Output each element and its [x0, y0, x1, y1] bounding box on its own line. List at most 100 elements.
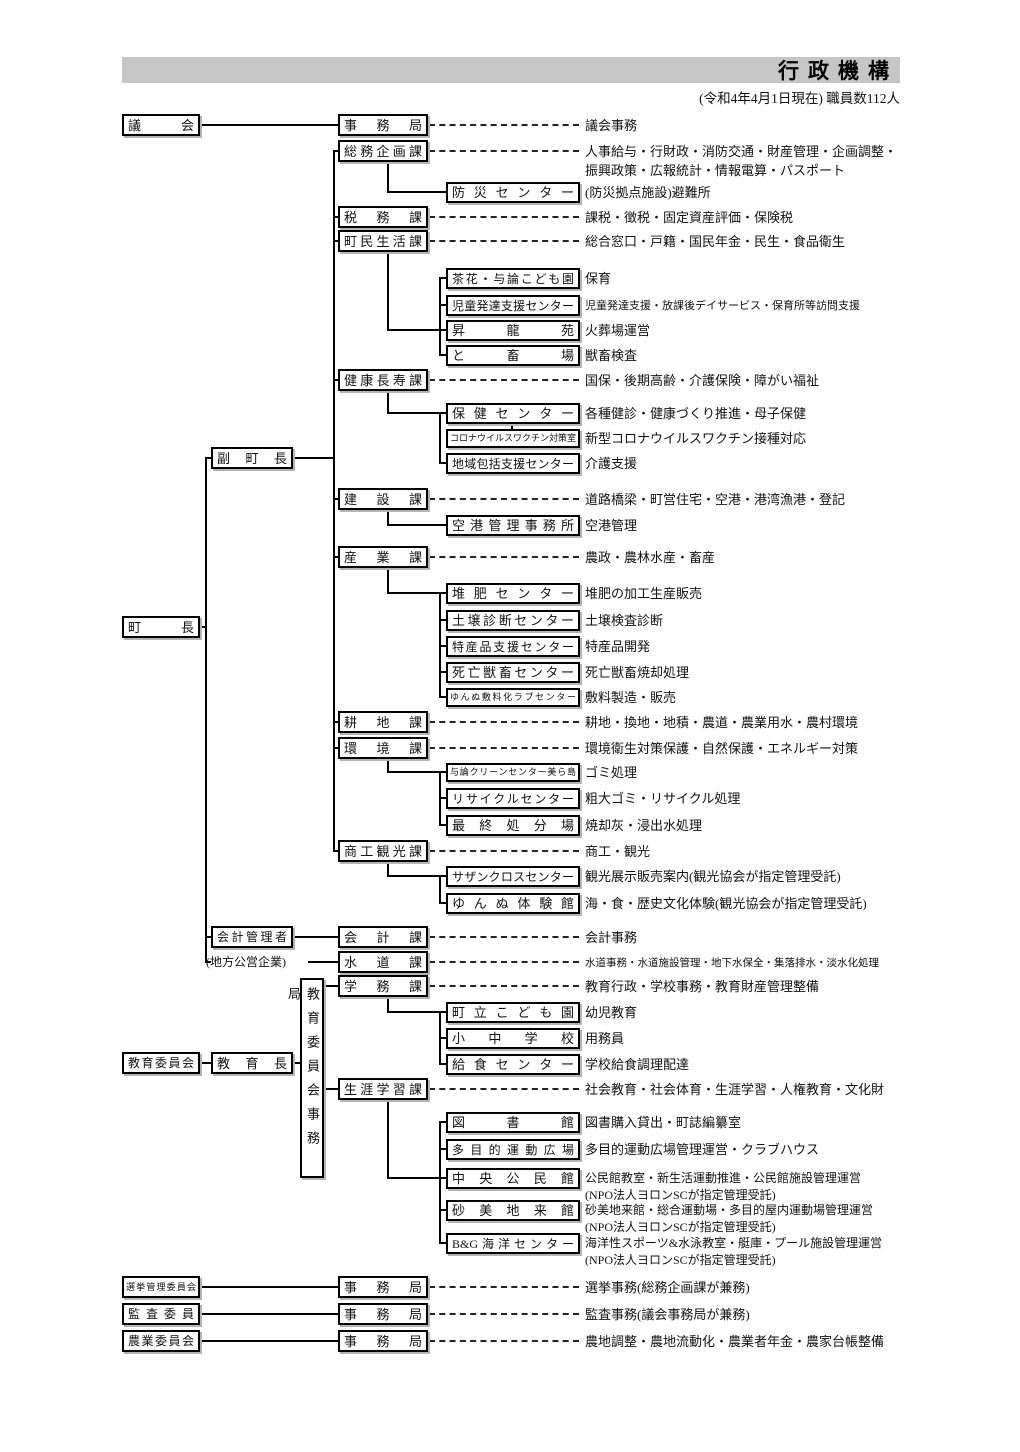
org-box-yunnu-taikenkan: ゆんぬ体験館: [446, 893, 580, 914]
description-d-dojo: 土壌検査診断: [585, 613, 664, 628]
title-bar: 行政機構: [122, 57, 900, 83]
connector-line: [200, 1313, 338, 1315]
connector-line: [439, 902, 446, 904]
org-box-yoron-clean-center: 与論クリーンセンター美ら島: [446, 763, 580, 782]
connector-line: [333, 240, 338, 242]
connector-dash: [429, 124, 579, 126]
org-box-gakumuka: 学務課: [338, 975, 428, 997]
connector-line: [387, 162, 389, 193]
org-box-tamokuteki-undohiroba: 多目的運動広場: [446, 1139, 580, 1160]
connector-line: [439, 1209, 446, 1211]
description-d-tosho: 図書購入貸出・町誌編纂室: [585, 1115, 742, 1130]
org-box-label: 事務局: [344, 1279, 422, 1295]
org-box-tokusanhin-center: 特産品支援センター: [446, 636, 580, 657]
connector-line: [333, 150, 338, 152]
connector-line: [387, 252, 389, 331]
description-d-shoryu: 火葬場運営: [585, 323, 651, 338]
org-box-label: 町民生活課: [344, 233, 422, 249]
connector-line: [439, 1121, 446, 1123]
org-box-label: 健康長寿課: [344, 372, 422, 388]
connector-line: [439, 1037, 446, 1039]
org-box-label: 総務企画課: [344, 143, 422, 159]
org-box-label: 保健センター: [452, 406, 574, 421]
connector-line: [439, 277, 446, 279]
connector-line: [200, 1340, 338, 1342]
org-box-recycle-center: リサイクルセンター: [446, 788, 580, 809]
org-box-kansaiin: 監査委員: [122, 1303, 200, 1325]
connector-line: [439, 645, 446, 647]
org-box-label: ゆんぬ体験館: [452, 896, 574, 911]
connector-line: [387, 997, 389, 1013]
org-box-label: 水道課: [344, 954, 422, 970]
connector-line: [387, 875, 446, 877]
org-box-label: 昇龍苑: [452, 323, 574, 338]
org-box-label: 多目的運動広場: [452, 1142, 574, 1157]
org-box-kensetsuka: 建設課: [338, 488, 428, 510]
org-box-tochikujo: と畜場: [446, 345, 580, 366]
description-d-tamoku: 多目的運動広場管理運営・クラブハウス: [585, 1142, 820, 1157]
org-box-label: 教育長: [217, 1055, 287, 1071]
org-box-chominseikatsuka: 町民生活課: [338, 230, 428, 252]
org-box-shochugakko: 小中学校: [446, 1028, 580, 1049]
org-box-senkyokanri-iinkai: 選挙管理委員会: [122, 1276, 200, 1298]
connector-line: [439, 592, 441, 698]
org-box-bg-kaiyo-center: B&G海洋センター: [446, 1233, 580, 1254]
connector-line: [439, 304, 446, 306]
org-box-label: 商工観光課: [344, 843, 422, 859]
org-box-taihi-center: 堆肥センター: [446, 583, 580, 604]
connector-line: [387, 524, 446, 526]
org-box-shibojuchiku-center: 死亡獣畜センター: [446, 662, 580, 683]
connector-line: [333, 556, 338, 558]
description-d-kochi: 耕地・換地・地積・農道・農業用水・農村環境: [585, 715, 859, 730]
connector-line: [205, 936, 211, 938]
org-box-label: ゆんぬ敷料化ラブセンター: [450, 692, 576, 702]
org-box-label: 選挙管理委員会: [126, 1281, 196, 1292]
description-d-sangyo: 農政・農林水産・畜産: [585, 550, 716, 565]
connector-line: [387, 771, 446, 773]
connector-line: [439, 354, 446, 356]
org-box-label: 農業委員会: [128, 1334, 194, 1348]
connector-line: [387, 592, 446, 594]
org-box-kyoikuiinkai: 教育委員会: [122, 1052, 200, 1074]
org-box-kenkochojuka: 健康長寿課: [338, 369, 428, 391]
org-box-label: 学務課: [344, 978, 422, 994]
connector-line: [308, 961, 338, 963]
connector-dash: [429, 240, 579, 242]
org-box-label: 副町長: [217, 450, 287, 466]
connector-line: [439, 619, 446, 621]
description-d-chabana: 保育: [585, 271, 612, 286]
org-box-chocho: 町長: [122, 616, 200, 638]
description-d-gakumu: 教育行政・学校事務・教育財産管理整備: [585, 979, 820, 994]
connector-dash: [429, 936, 579, 938]
connector-line: [205, 457, 207, 963]
org-box-label: 税務課: [344, 209, 422, 225]
org-box-label: 監査委員: [128, 1307, 194, 1321]
description-d-kankyo: 環境衛生対策保護・自然保護・エネルギー対策: [585, 741, 859, 756]
org-box-shogaigakushuka: 生涯学習課: [338, 1078, 428, 1100]
description-d-sabiji: 砂美地来館・総合運動場・多目的屋内運動場管理運営 (NPO法人ヨロンSCが指定管…: [585, 1203, 874, 1234]
description-d-zeimu: 課税・徴税・固定資産評価・保険税: [585, 210, 794, 225]
connector-line: [387, 862, 389, 877]
description-d-jido: 児童発達支援・放課後デイサービス・保育所等訪問支援: [585, 300, 860, 312]
connector-line: [387, 1100, 389, 1179]
connector-line: [439, 412, 441, 464]
org-box-label: 防災センター: [452, 185, 574, 200]
org-box-suidoka: 水道課: [338, 951, 428, 973]
org-box-shokokankoka: 商工観光課: [338, 840, 428, 862]
description-d-shokyaku: 焼却灰・浸出水処理: [585, 818, 703, 833]
connector-dash: [429, 216, 579, 218]
org-box-bosai-center: 防災センター: [446, 182, 580, 203]
description-d-nochi: 農地調整・農地流動化・農業者年金・農家台帳整備: [585, 1334, 885, 1349]
org-box-label: 町長: [128, 619, 194, 635]
description-d-kenko: 国保・後期高齢・介護保険・障がい福祉: [585, 373, 820, 388]
org-box-label: 空港管理事務所: [452, 518, 574, 533]
connector-line: [333, 216, 338, 218]
org-box-choritsu-kodomoen: 町立こども園: [446, 1002, 580, 1023]
org-box-label: 会計管理者: [217, 930, 287, 944]
org-box-kyoikuiinkai-jimukyoku: 教育委員会事務局: [286, 978, 324, 1178]
connector-line: [439, 824, 446, 826]
description-d-kensetsu: 道路橋梁・町営住宅・空港・港湾漁港・登記: [585, 492, 846, 507]
org-box-label: 最終処分場: [452, 818, 574, 833]
subtitle: (令和4年4月1日現在) 職員数112人: [699, 91, 900, 106]
